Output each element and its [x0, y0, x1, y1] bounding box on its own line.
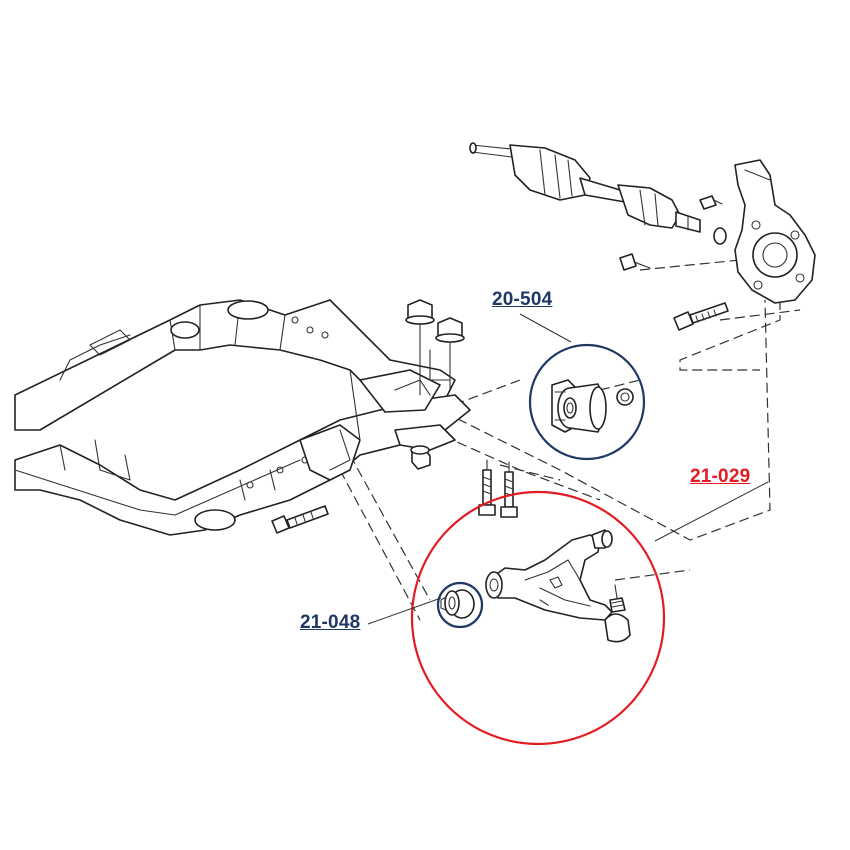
- label-20-504: 20-504: [492, 289, 553, 310]
- assembly-dashed-lines: [339, 259, 801, 621]
- label-21-029: 21-029: [690, 466, 751, 487]
- leader-21-029: [654, 481, 769, 542]
- small-nut: [410, 445, 431, 470]
- label-21-048: 21-048: [300, 612, 361, 633]
- knuckle-bolts: [619, 195, 729, 331]
- steering-knuckle: [734, 159, 816, 304]
- subframe: [14, 299, 471, 536]
- drive-shaft: [469, 142, 727, 245]
- subframe-bolt: [271, 505, 329, 534]
- bushing-20-504-callout: [528, 343, 646, 461]
- leader-21-048: [367, 597, 442, 625]
- control-arm-21-029-callout: [410, 490, 666, 746]
- bushing-21-048-callout: [436, 581, 484, 629]
- control-arm-bolts: [478, 459, 518, 518]
- flange-nuts: [405, 299, 465, 396]
- leader-20-504: [519, 313, 572, 343]
